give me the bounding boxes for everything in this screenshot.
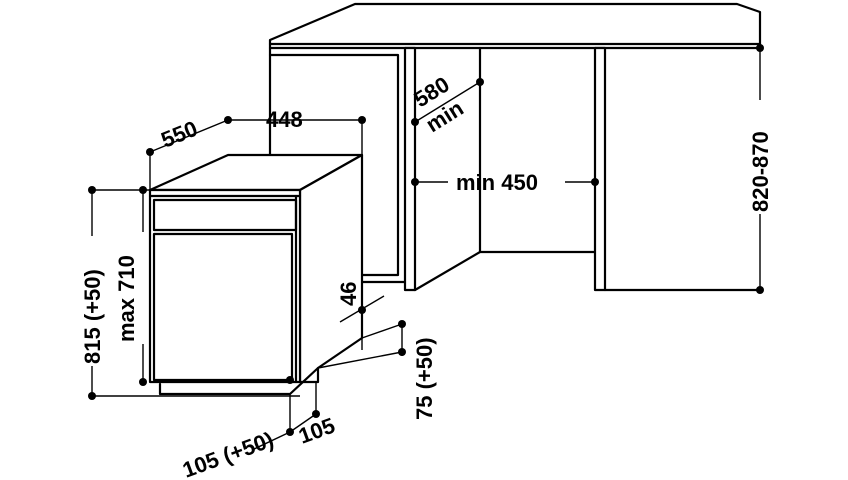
label-550: 550 — [158, 116, 201, 153]
label-75-plus-50: 75 (+50) — [412, 337, 437, 420]
left-cabinet-wall — [403, 46, 417, 292]
right-cabinet-panel — [593, 46, 607, 292]
recess-floor — [413, 250, 597, 292]
label-820-870: 820-870 — [748, 131, 773, 212]
door-panel — [152, 232, 294, 382]
label-815-plus-50: 815 (+50) — [80, 269, 105, 364]
dimension-lines — [88, 44, 764, 451]
countertop — [268, 2, 762, 50]
label-46: 46 — [336, 282, 361, 306]
dishwasher — [148, 153, 364, 396]
control-panel — [152, 198, 298, 232]
label-448: 448 — [266, 107, 303, 132]
plinth — [158, 366, 320, 396]
label-105: 105 — [295, 413, 338, 449]
dishwasher-side — [298, 153, 364, 384]
kitchen-cabinet — [268, 2, 762, 292]
label-max-710: max 710 — [114, 255, 139, 342]
label-105-plus-50: 105 (+50) — [179, 427, 277, 480]
label-min-450: min 450 — [456, 170, 538, 195]
